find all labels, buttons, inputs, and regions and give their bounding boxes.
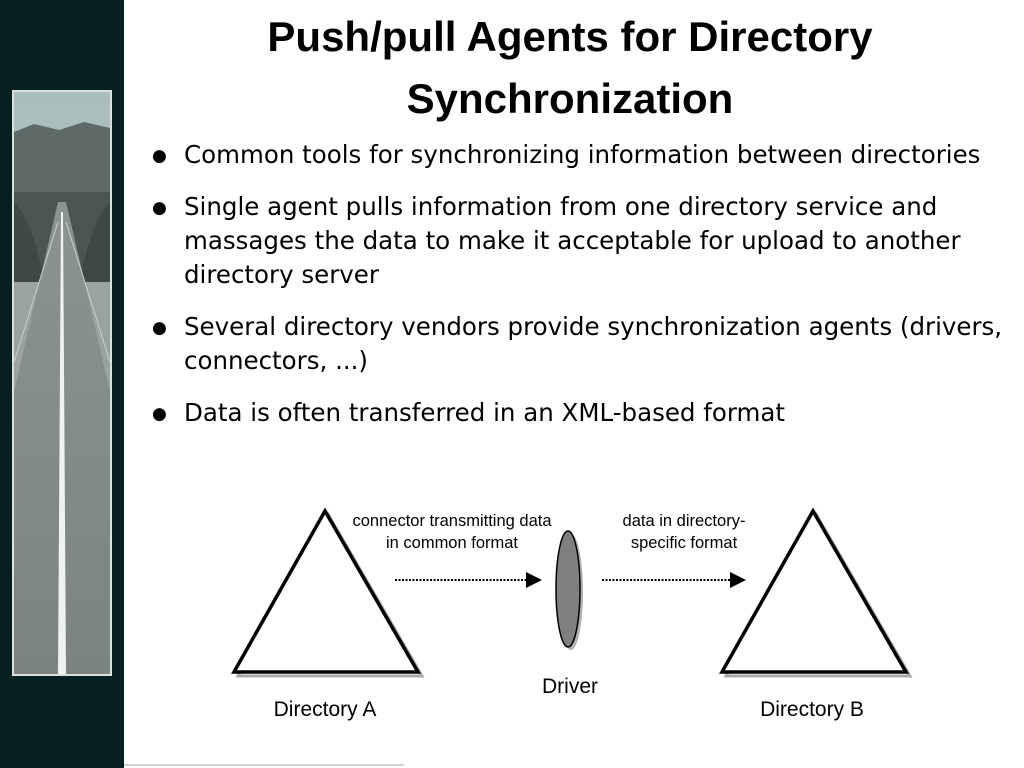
driver-ellipse <box>555 530 583 650</box>
sync-diagram: connector transmitting data in common fo… <box>220 500 940 740</box>
bullet-item: ● Several directory vendors provide sync… <box>150 310 1010 378</box>
bullet-item: ● Common tools for synchronizing informa… <box>150 138 1010 172</box>
page-title: Push/pull Agents for Directory Synchroni… <box>267 13 873 122</box>
bullet-dot-icon: ● <box>152 198 167 218</box>
right-arrow-label: data in directory-specific format <box>622 512 746 552</box>
bullet-dot-icon: ● <box>152 146 167 166</box>
bullet-list: ● Common tools for synchronizing informa… <box>150 138 1010 448</box>
road-image <box>14 92 110 674</box>
footer-divider <box>124 764 404 766</box>
road-photo <box>12 90 112 676</box>
directory-a-triangle <box>231 507 425 678</box>
diagram-shapes <box>231 507 913 678</box>
bullet-text: Data is often transferred in an XML-base… <box>184 398 786 427</box>
side-band <box>0 0 124 768</box>
left-arrow-label: connector transmitting data in common fo… <box>352 512 552 552</box>
bullet-item: ● Single agent pulls information from on… <box>150 190 1010 292</box>
directory-b-label: Directory B <box>760 698 864 721</box>
bullet-text: Single agent pulls information from one … <box>184 192 961 289</box>
directory-a-label: Directory A <box>273 698 377 721</box>
bullet-item: ● Data is often transferred in an XML-ba… <box>150 396 1010 430</box>
directory-b-triangle <box>719 507 913 678</box>
driver-label: Driver <box>542 675 598 698</box>
bullet-text: Common tools for synchronizing informati… <box>184 140 981 169</box>
bullet-dot-icon: ● <box>152 404 167 424</box>
bullet-dot-icon: ● <box>152 318 167 338</box>
bullet-text: Several directory vendors provide synchr… <box>184 312 1003 375</box>
